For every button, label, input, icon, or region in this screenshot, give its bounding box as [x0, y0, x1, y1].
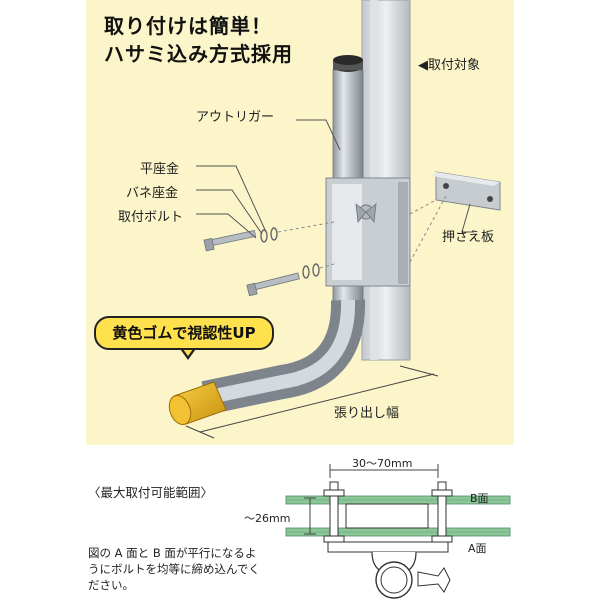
label-flat-washer: 平座金 [140, 162, 180, 177]
height-dimension-label: 〜26mm [244, 512, 291, 525]
label-outrigger: アウトリガー [196, 110, 275, 125]
upper-bolt [203, 227, 278, 252]
label-target: ◀取付対象 [418, 58, 480, 73]
assembly-lines [277, 195, 447, 269]
label-press-plate: 押さえ板 [442, 230, 495, 245]
callout-tail-fill [180, 345, 196, 356]
range-title: 〈最大取付可能範囲〉 [88, 485, 214, 500]
width-dimension-label: 30〜70mm [352, 457, 413, 470]
visibility-callout: 黄色ゴムで視認性UP [94, 316, 274, 350]
clamp-bracket [325, 177, 411, 287]
face-a-label: A面 [468, 542, 487, 555]
reach-dimension [185, 365, 439, 439]
face-b-label: B面 [470, 492, 489, 505]
label-spring-washer: バネ座金 [126, 186, 179, 201]
installation-note: 図の A 面と B 面が平行になるようにボルトを均等に締め込んでください。 [88, 546, 260, 592]
headline-line2: ハサミ込み方式採用 [104, 42, 293, 66]
headline-line1: 取り付けは簡単！ [104, 14, 272, 38]
rubber-cap [168, 381, 227, 426]
press-plate [432, 171, 501, 211]
range-diagram [285, 464, 511, 599]
leader-lines [196, 119, 474, 239]
lower-bolt [246, 263, 320, 297]
label-reach: 張り出し幅 [334, 406, 400, 421]
label-mount-bolt: 取付ボルト [118, 210, 184, 225]
